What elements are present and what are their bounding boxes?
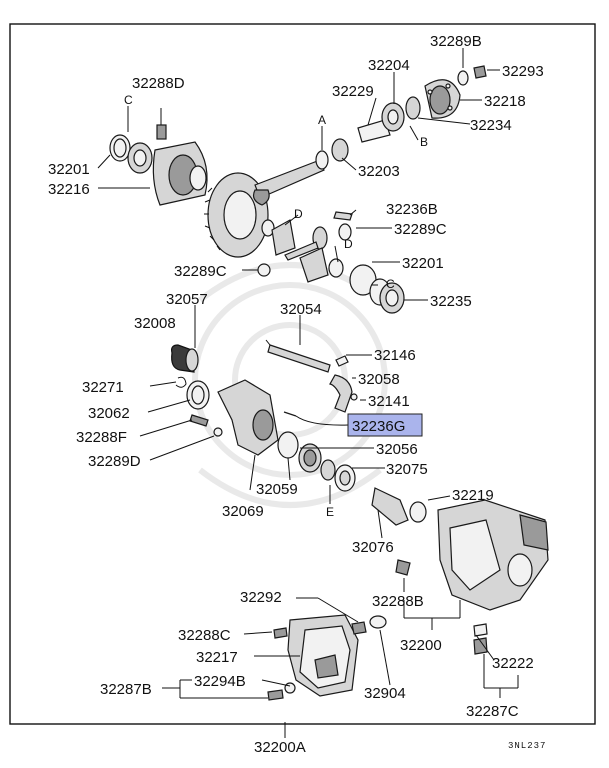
callout-32216[interactable]: 32216 bbox=[48, 181, 90, 198]
differential-case-assembly bbox=[109, 108, 208, 206]
callout-32288C[interactable]: 32288C bbox=[178, 627, 231, 644]
callout-32904[interactable]: 32904 bbox=[364, 685, 406, 702]
highlight-box bbox=[347, 413, 423, 437]
ref-letter-d-top: D bbox=[294, 207, 303, 221]
shift-assembly bbox=[171, 339, 358, 456]
rear-cover bbox=[267, 614, 387, 701]
callout-32008[interactable]: 32008 bbox=[134, 315, 176, 332]
callout-32076[interactable]: 32076 bbox=[352, 539, 394, 556]
callout-32287B[interactable]: 32287B bbox=[100, 681, 152, 698]
callout-32204[interactable]: 32204 bbox=[368, 57, 410, 74]
ring-gear bbox=[204, 172, 269, 258]
callout-32056[interactable]: 32056 bbox=[376, 441, 418, 458]
callout-32146[interactable]: 32146 bbox=[374, 347, 416, 364]
fasteners-right bbox=[473, 623, 488, 655]
differential-gears bbox=[257, 211, 353, 283]
callout-32069[interactable]: 32069 bbox=[222, 503, 264, 520]
reference-letters: C A B D D C E bbox=[124, 93, 428, 519]
ref-letter-c-top: C bbox=[124, 93, 133, 107]
drive-pinion bbox=[252, 159, 325, 206]
callout-32203[interactable]: 32203 bbox=[358, 163, 400, 180]
leader-lines bbox=[97, 48, 519, 738]
callout-32058[interactable]: 32058 bbox=[358, 371, 400, 388]
companion-flange bbox=[424, 65, 487, 119]
ref-letter-b: B bbox=[420, 135, 428, 149]
callout-32289C-mid[interactable]: 32289C bbox=[174, 263, 227, 280]
callout-32201-top[interactable]: 32201 bbox=[48, 161, 90, 178]
callout-32289D[interactable]: 32289D bbox=[88, 453, 141, 470]
callout-32057[interactable]: 32057 bbox=[166, 291, 208, 308]
callout-32062[interactable]: 32062 bbox=[88, 405, 130, 422]
callout-32222[interactable]: 32222 bbox=[492, 655, 534, 672]
callout-32288B[interactable]: 32288B bbox=[372, 593, 424, 610]
ref-letter-d-mid: D bbox=[344, 237, 353, 251]
callout-32229[interactable]: 32229 bbox=[332, 83, 374, 100]
callout-32219[interactable]: 32219 bbox=[452, 487, 494, 504]
callout-32293[interactable]: 32293 bbox=[502, 63, 544, 80]
callout-32271[interactable]: 32271 bbox=[82, 379, 124, 396]
callout-32288F[interactable]: 32288F bbox=[76, 429, 127, 446]
callout-32236G[interactable]: 32236G bbox=[352, 418, 405, 435]
callout-32236B[interactable]: 32236B bbox=[386, 201, 438, 218]
pinion-bearings bbox=[315, 96, 421, 170]
side-bearings-right bbox=[349, 264, 405, 314]
callout-32059[interactable]: 32059 bbox=[256, 481, 298, 498]
callout-32294B[interactable]: 32294B bbox=[194, 673, 246, 690]
ref-letter-a: A bbox=[318, 113, 326, 127]
callout-32234[interactable]: 32234 bbox=[470, 117, 512, 134]
output-shaft-parts bbox=[277, 431, 427, 526]
callout-32289C-top[interactable]: 32289C bbox=[394, 221, 447, 238]
callout-32054[interactable]: 32054 bbox=[280, 301, 322, 318]
callout-32289B[interactable]: 32289B bbox=[430, 33, 482, 50]
callout-32218[interactable]: 32218 bbox=[484, 93, 526, 110]
callout-32287C[interactable]: 32287C bbox=[466, 703, 519, 720]
callout-labels: 32289B 32204 32293 32288D 32229 32218 32… bbox=[48, 33, 544, 756]
diagram-code: 3NL237 bbox=[508, 741, 546, 751]
callout-32217[interactable]: 32217 bbox=[196, 649, 238, 666]
ref-letter-e: E bbox=[326, 505, 334, 519]
callout-32292[interactable]: 32292 bbox=[240, 589, 282, 606]
callout-32200A[interactable]: 32200A bbox=[254, 739, 306, 756]
callout-32288D[interactable]: 32288D bbox=[132, 75, 185, 92]
ref-letter-c-mid: C bbox=[386, 277, 395, 291]
callout-32141[interactable]: 32141 bbox=[368, 393, 410, 410]
callout-32200[interactable]: 32200 bbox=[400, 637, 442, 654]
callout-32075[interactable]: 32075 bbox=[386, 461, 428, 478]
callout-32235[interactable]: 32235 bbox=[430, 293, 472, 310]
callout-32201-mid[interactable]: 32201 bbox=[402, 255, 444, 272]
carrier-housing bbox=[395, 499, 549, 611]
